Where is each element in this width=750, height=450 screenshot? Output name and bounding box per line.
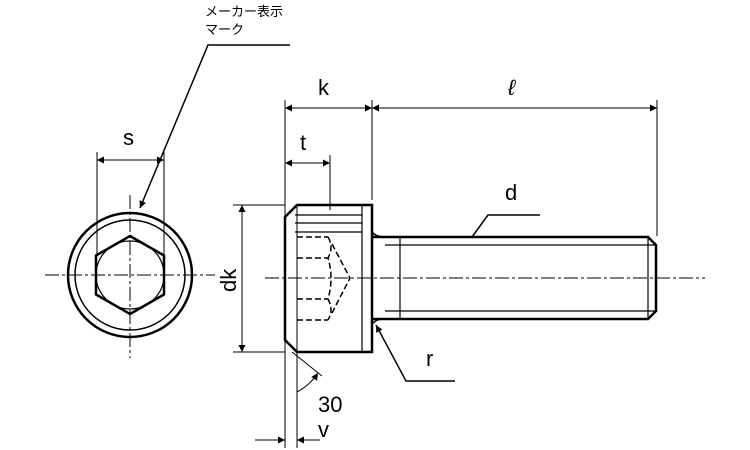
- k-label: k: [318, 75, 330, 100]
- maker-mark-label-2: マーク: [205, 22, 244, 37]
- r-label: r: [426, 346, 433, 371]
- v-label: v: [318, 417, 329, 442]
- r-leader: [375, 324, 455, 382]
- s-label: s: [123, 125, 134, 150]
- shank-outline: [372, 235, 658, 321]
- angle-label: 30: [318, 392, 342, 417]
- d-leader: [471, 214, 540, 238]
- angle-leader: [291, 351, 323, 377]
- maker-mark-leader: [139, 44, 290, 209]
- d-label: d: [505, 180, 517, 205]
- hex-socket-hidden: [297, 236, 351, 321]
- side-view: [233, 100, 705, 448]
- end-view: [45, 44, 290, 358]
- dk-label: dk: [216, 268, 241, 292]
- fillet: [371, 231, 386, 325]
- maker-mark-label-1: メーカー表示: [205, 4, 283, 19]
- head-chamfer-circle: [74, 219, 186, 331]
- head-outer-circle: [66, 211, 194, 339]
- l-label: ℓ: [507, 75, 516, 100]
- hex-socket: [94, 234, 166, 316]
- t-label: t: [300, 130, 306, 155]
